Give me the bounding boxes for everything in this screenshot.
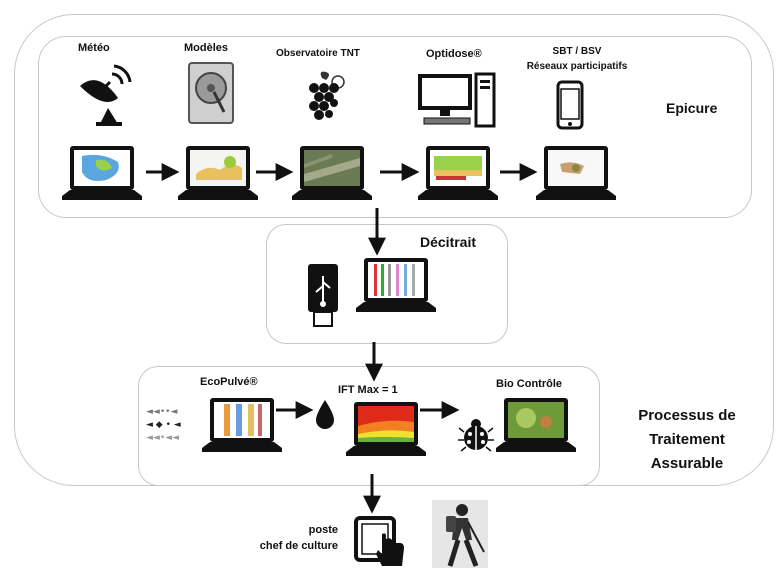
smartphone-icon: [556, 80, 584, 130]
source-label-modeles: Modèles: [184, 42, 229, 54]
svg-text:◄◄••◄: ◄◄••◄: [146, 407, 177, 417]
laptop-modeles: [178, 146, 258, 200]
source-label-sbt: SBT / BSV Réseaux participatifs: [526, 46, 628, 72]
epicure-container: [38, 36, 752, 218]
source-label-optidose: Optidose®: [426, 48, 482, 60]
desktop-computer-icon: [418, 72, 496, 128]
laptop-ecopulve: [202, 398, 282, 452]
laptop-meteo: [62, 146, 142, 200]
hard-drive-icon: [188, 62, 234, 124]
ladybug-icon: [458, 419, 494, 452]
laptop-decitrait: [356, 258, 436, 312]
laptop-optidose: [418, 146, 498, 200]
usb-stick-icon: [308, 264, 338, 327]
laptop-sbt: [536, 146, 616, 200]
tablet-touch-icon: [354, 516, 404, 566]
satellite-dish-icon: [80, 64, 132, 126]
water-drop-icon: [316, 400, 334, 429]
item-label-bio: Bio Contrôle: [496, 378, 562, 390]
svg-text:◄ ◆ • ◄: ◄ ◆ • ◄: [146, 420, 181, 430]
sprayer-person-icon: [432, 500, 488, 568]
epicure-title: Epicure: [666, 100, 718, 116]
item-label-ift: IFT Max = 1: [338, 384, 398, 396]
spray-pattern-icon: ◄◄••◄ ◄ ◆ • ◄ ◄◄•◄◄: [146, 407, 181, 443]
item-label-ecopulve: EcoPulvé®: [200, 376, 258, 388]
laptop-bio: [496, 398, 576, 452]
source-label-observatoire: Observatoire TNT: [276, 48, 360, 59]
poste-label: poste chef de culture: [259, 524, 338, 552]
source-label-meteo: Météo: [78, 42, 110, 54]
svg-text:◄◄•◄◄: ◄◄•◄◄: [146, 433, 179, 443]
decitrait-container: [266, 224, 508, 344]
grapes-icon: [309, 71, 345, 120]
laptop-observatoire: [292, 146, 372, 200]
decitrait-title: Décitrait: [420, 234, 477, 250]
laptop-ift: [346, 402, 426, 456]
processus-title: Processus de Traitement Assurable: [638, 407, 736, 472]
